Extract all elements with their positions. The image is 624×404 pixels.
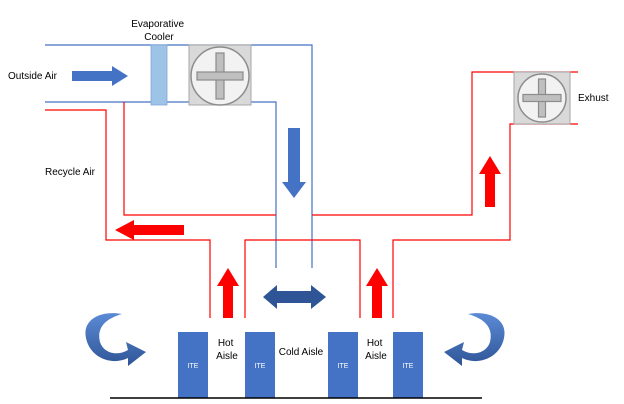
hot-aisle-left-label: Hot Aisle [216, 338, 238, 362]
rotating-arrow-icon [444, 313, 505, 366]
hot-aisle-right-up-arrow [366, 268, 388, 318]
cold-air-duct [45, 44, 313, 268]
exhaust-label: Exhust [578, 93, 609, 104]
hot-aisle-left-up-arrow [217, 268, 239, 318]
outside-air-arrow [72, 66, 128, 86]
evaporative-cooler-label: Evaporative Cooler [131, 19, 187, 43]
evaporative-cooler-pad [150, 44, 168, 106]
hot-aisle-right-label: Hot Aisle [365, 338, 387, 362]
supply-down-arrow [282, 128, 306, 198]
svg-text:ITE: ITE [338, 363, 349, 370]
fan-icon [513, 71, 571, 125]
hot-air-duct [45, 71, 578, 318]
cold-aisle-double-arrow [263, 285, 326, 309]
ite-rack: ITE [393, 332, 423, 398]
recycle-air-label: Recycle Air [45, 167, 96, 178]
recycle-air-arrow [115, 220, 184, 240]
svg-text:ITE: ITE [403, 363, 414, 370]
cold-aisle-label: Cold Aisle [279, 347, 324, 358]
exhaust-up-arrow [479, 156, 501, 207]
rotating-arrow-icon [85, 313, 146, 366]
svg-text:ITE: ITE [188, 363, 199, 370]
svg-text:ITE: ITE [255, 363, 266, 370]
outside-air-label: Outside Air [8, 71, 58, 82]
fan-icon [188, 44, 252, 106]
ite-rack: ITE [328, 332, 358, 398]
ite-rack: ITE [178, 332, 208, 398]
ite-rack: ITE [245, 332, 275, 398]
